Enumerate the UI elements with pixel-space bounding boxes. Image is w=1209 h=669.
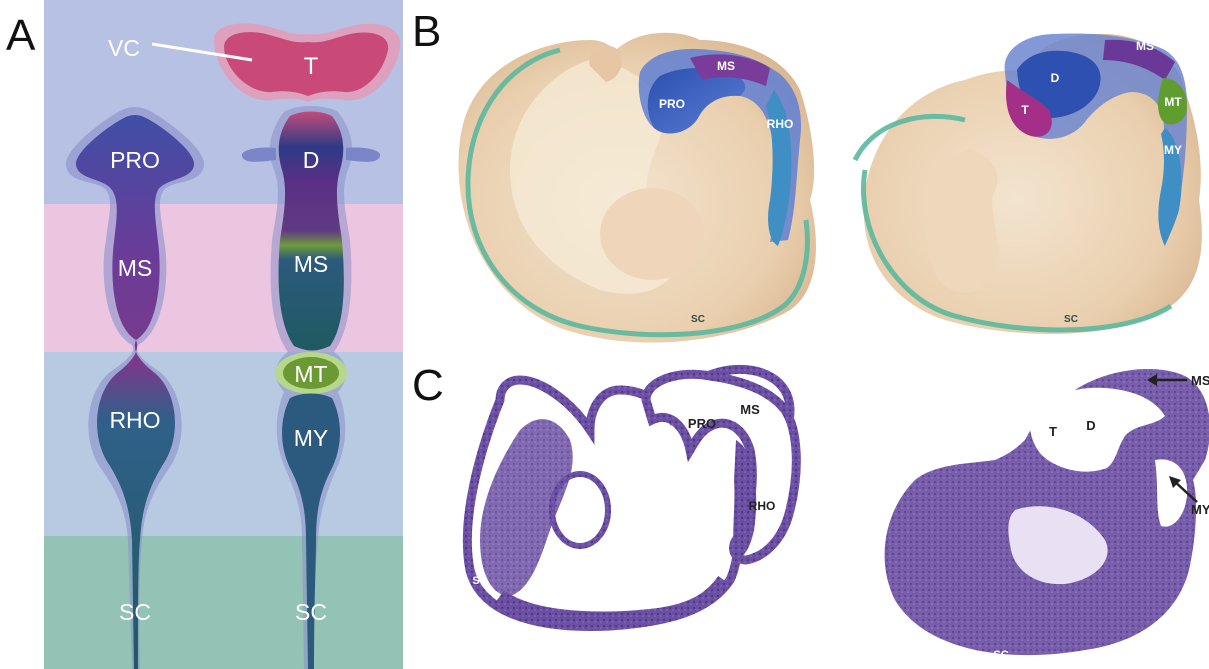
c-left-rho-label: RHO	[749, 499, 776, 513]
panel-b-letter: B	[412, 10, 441, 54]
c-right-t-label: T	[1049, 424, 1057, 439]
c-right-d-label: D	[1086, 418, 1095, 433]
panel-b-embryos: PRO MS RHO SC T D MS MT MY SC	[440, 10, 1209, 360]
b-left-pro-label: PRO	[659, 97, 685, 111]
panel-c-sections: PRO MS RHO SC T D MS MY SC	[440, 360, 1209, 669]
right-d-label: D	[303, 147, 320, 173]
spinal-band	[44, 536, 403, 669]
neural-tube-schematic: PRO MS RHO SC T D MS MT MY SC	[44, 0, 403, 669]
c-left-pro-label: PRO	[688, 416, 716, 431]
left-rho-label: RHO	[109, 407, 160, 433]
right-ms-label: MS	[294, 251, 329, 277]
right-my-label: MY	[294, 425, 329, 451]
b-right-ms-label: MS	[1136, 39, 1154, 53]
left-histology-section: PRO MS RHO SC	[467, 369, 796, 626]
b-left-ms-label: MS	[717, 59, 735, 73]
b-right-my-label: MY	[1164, 143, 1182, 157]
b-left-sc-label: SC	[691, 314, 705, 325]
left-ms-label: MS	[118, 255, 153, 281]
c-left-ms-label: MS	[740, 402, 760, 417]
b-right-d-label: D	[1051, 71, 1060, 85]
b-right-mt-label: MT	[1164, 95, 1182, 109]
left-pro-label: PRO	[110, 147, 160, 173]
right-t-label: T	[304, 53, 319, 80]
c-right-sc-label: SC	[993, 649, 1008, 661]
left-embryo-render: PRO MS RHO SC	[458, 33, 816, 343]
c-right-ms-label: MS	[1191, 373, 1209, 388]
b-right-t-label: T	[1021, 103, 1029, 117]
right-histology-section: T D MS MY SC	[885, 369, 1209, 661]
panel-a-schematic: PRO MS RHO SC T D MS MT MY SC	[44, 0, 403, 669]
right-embryo-render: T D MS MT MY SC	[855, 34, 1202, 334]
vc-label: VC	[108, 35, 140, 61]
c-left-sc-label: SC	[472, 575, 487, 587]
panel-a-letter: A	[6, 14, 35, 58]
left-sc-label: SC	[119, 599, 151, 625]
b-left-rho-label: RHO	[767, 117, 794, 131]
b-right-sc-label: SC	[1064, 314, 1078, 325]
right-sc-label: SC	[295, 599, 327, 625]
c-right-my-label: MY	[1191, 502, 1209, 517]
panel-c-letter: C	[412, 364, 444, 408]
right-mt-label: MT	[294, 361, 327, 387]
